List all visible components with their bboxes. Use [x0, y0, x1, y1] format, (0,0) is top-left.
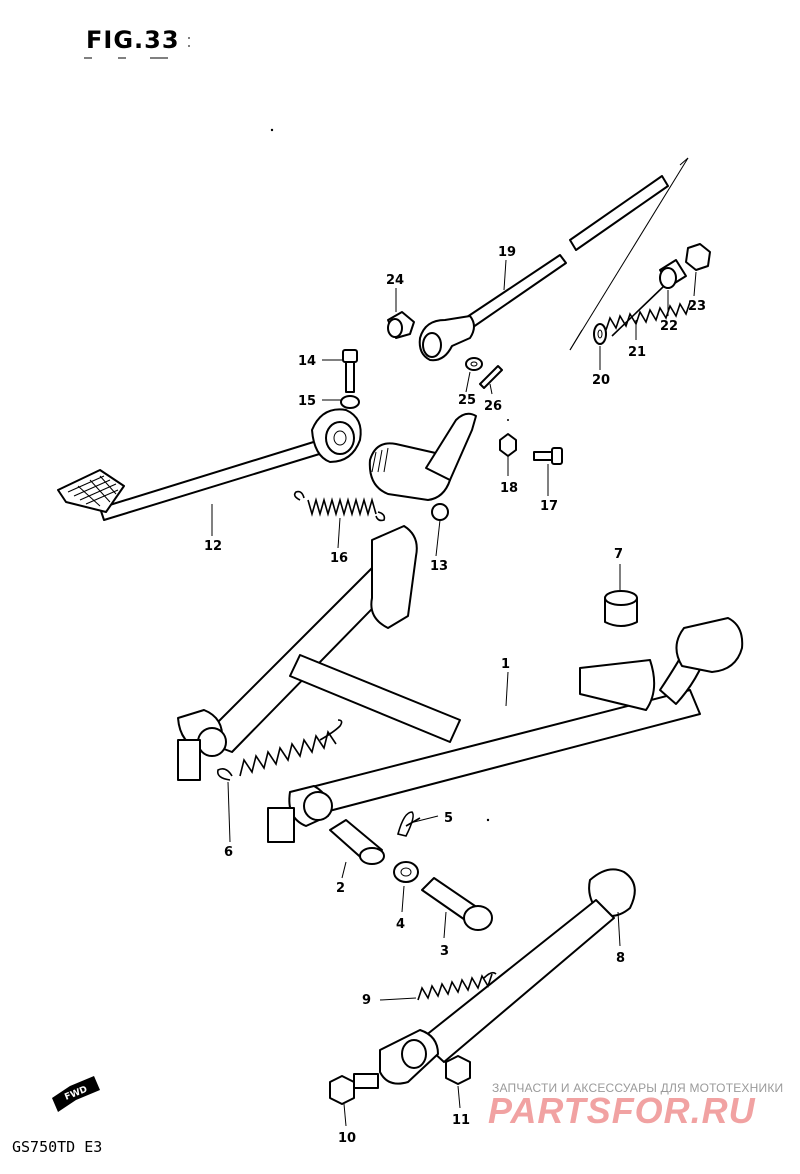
callout-13: 13 [430, 559, 448, 574]
part-4-washer [393, 861, 419, 883]
callout-15: 15 [298, 394, 316, 409]
part-7-stopper [604, 590, 638, 627]
callout-7: 7 [614, 547, 623, 562]
callout-19: 19 [498, 245, 516, 260]
callout-11: 11 [452, 1113, 470, 1128]
callout-8: 8 [616, 951, 625, 966]
callout-22: 22 [660, 319, 678, 334]
part-3-bolt [421, 877, 493, 931]
scan-specks [270, 128, 509, 822]
callout-10: 10 [338, 1131, 356, 1146]
part-13-pivot-shaft [368, 412, 477, 521]
watermark-logo: PARTSFOR.RU [488, 1090, 756, 1131]
callout-2: 2 [336, 881, 345, 896]
part-6-spring [216, 719, 343, 781]
callout-5: 5 [444, 811, 453, 826]
callout-3: 3 [440, 944, 449, 959]
part-12-brake-pedal [57, 408, 362, 521]
part-25-washer [465, 357, 483, 371]
callout-26: 26 [484, 399, 502, 414]
part-24-clevis-pin [387, 311, 415, 339]
callout-labels: 1 2 3 4 5 6 7 8 9 10 11 12 13 14 15 16 1… [204, 245, 706, 1146]
part-15-washer [340, 395, 360, 409]
part-21-spring [605, 285, 691, 337]
part-1-center-stand [177, 525, 744, 843]
figure-title: FIG.33 [86, 26, 180, 54]
callout-24: 24 [386, 273, 404, 288]
part-10-bolt [329, 1073, 379, 1105]
forward-arrow-icon: FWD [52, 1076, 100, 1112]
part-22-spacer [659, 259, 687, 289]
callout-12: 12 [204, 539, 222, 554]
callout-9: 9 [362, 993, 371, 1008]
callout-14: 14 [298, 354, 316, 369]
callout-18: 18 [500, 481, 518, 496]
model-code: GS750TD E3 [12, 1138, 103, 1156]
part-16-spring [293, 490, 386, 522]
callout-1: 1 [501, 657, 510, 672]
callout-6: 6 [224, 845, 233, 860]
part-8-side-stand [379, 868, 636, 1085]
part-14-bolt [342, 349, 358, 393]
callout-17: 17 [540, 499, 558, 514]
callout-20: 20 [592, 373, 610, 388]
title-marks [84, 37, 190, 59]
callout-21: 21 [628, 345, 646, 360]
fwd-label: FWD [63, 1085, 89, 1103]
callout-leaders [211, 259, 697, 1127]
callout-23: 23 [688, 299, 706, 314]
part-19-brake-rod [418, 157, 689, 362]
part-17-bolt [533, 447, 563, 465]
callout-25: 25 [458, 393, 476, 408]
part-5-clip [397, 811, 421, 837]
part-18-nut [499, 433, 517, 457]
callout-4: 4 [396, 917, 405, 932]
part-23-nut [685, 243, 711, 271]
part-20-washer [593, 323, 607, 345]
part-9-spring [417, 971, 497, 1001]
watermark-caption: ЗАПЧАСТИ И АКСЕССУАРЫ ДЛЯ МОТОТЕХНИКИ [492, 1081, 784, 1095]
callout-16: 16 [330, 551, 348, 566]
part-11-nut [445, 1055, 471, 1085]
part-26-cotter-pin [479, 365, 503, 389]
part-2-bushing [329, 819, 385, 865]
